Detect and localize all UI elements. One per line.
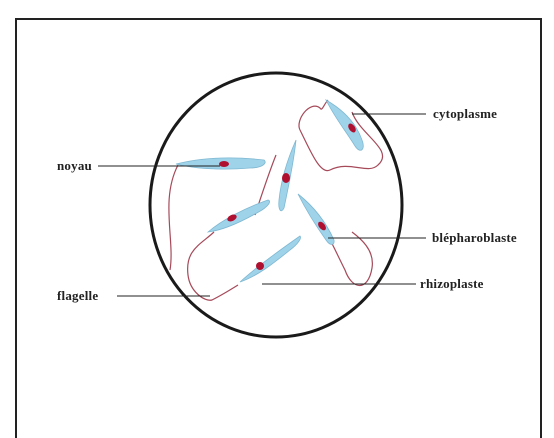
trypanosome-diagram bbox=[0, 0, 554, 422]
nucleus bbox=[282, 173, 290, 183]
cell-bodies bbox=[176, 100, 363, 282]
flagellum bbox=[299, 100, 328, 130]
cell-body bbox=[208, 200, 270, 232]
label-cytoplasm: cytoplasme bbox=[433, 106, 497, 122]
flagellum bbox=[188, 232, 238, 300]
cell-body bbox=[240, 236, 301, 282]
flagellum bbox=[169, 165, 178, 270]
microscope-field bbox=[150, 73, 402, 337]
label-flagellum: flagelle bbox=[57, 288, 98, 304]
cell-body bbox=[298, 194, 334, 245]
label-rhizoplast: rhizoplaste bbox=[420, 276, 484, 292]
nucleus bbox=[219, 161, 229, 167]
nucleus bbox=[256, 262, 264, 270]
cell-body bbox=[326, 100, 363, 150]
label-blepharoplast: blépharoblaste bbox=[432, 230, 517, 246]
label-nucleus: noyau bbox=[57, 158, 92, 174]
